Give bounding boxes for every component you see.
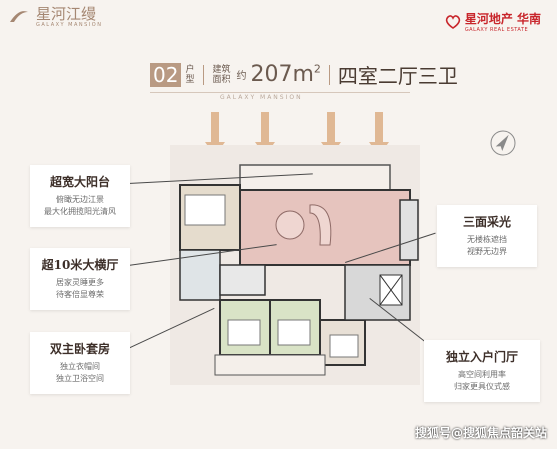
compass-icon	[490, 130, 516, 156]
title-underline	[150, 92, 410, 93]
brand-left-sub: GALAXY MANSION	[36, 22, 103, 28]
galaxy-logo-icon	[10, 11, 28, 22]
brand-left: 星河江缦 GALAXY MANSION	[8, 6, 102, 28]
unit-number: 02	[150, 62, 182, 87]
callout-master: 双主卧套房 独立衣帽间 独立卫浴空间	[30, 332, 130, 394]
brand-left-name: 星河江缦	[36, 5, 97, 23]
unit-title: 02 户型 建筑面积 约 207m2 四室二厅三卫	[150, 60, 458, 89]
brand-right-sub: GALAXY REAL ESTATE	[464, 27, 529, 33]
title-subtext: GALAXY MANSION	[220, 94, 303, 101]
callout-balcony: 超宽大阳台 俯瞰无边江景 最大化拥揽阳光清风	[30, 165, 130, 227]
galaxy-real-estate-logo-icon	[445, 14, 460, 29]
area-label: 建筑面积	[212, 64, 231, 85]
floor-plan	[170, 145, 420, 385]
callout-living: 超10米大横厅 居家灵睡更多 待客倍显尊荣	[30, 248, 130, 310]
watermark: 搜狐号@搜狐焦点韶关站	[414, 426, 547, 440]
callout-light: 三面采光 无楼栋遮挡 视野无边界	[437, 205, 537, 267]
title-divider	[203, 64, 205, 85]
brand-right: 星河地产 华南 GALAXY REAL ESTATE	[445, 10, 541, 33]
approx-label: 约	[236, 71, 247, 82]
layout-type: 四室二厅三卫	[337, 64, 458, 88]
unit-word: 户型	[185, 64, 195, 85]
title-divider-2	[328, 64, 330, 85]
callout-entrance: 独立入户门厅 高空间利用率 归家更具仪式感	[424, 340, 540, 402]
brand-right-name: 星河地产 华南	[464, 12, 541, 26]
area-value: 207m2	[250, 62, 321, 87]
